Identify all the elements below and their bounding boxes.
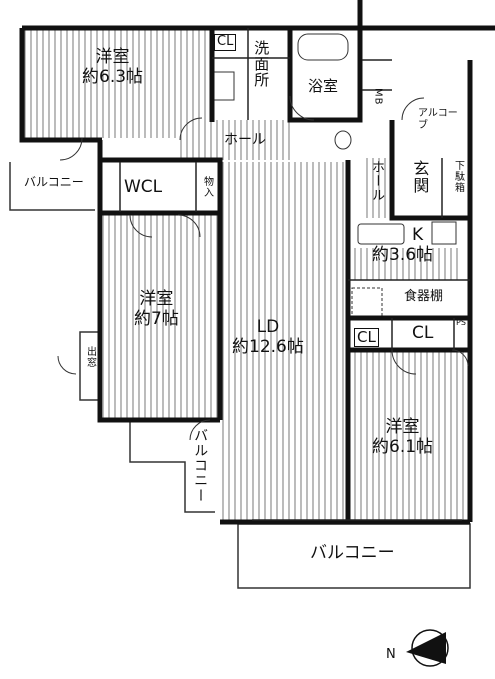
label-hall-right: ホール [368,160,384,202]
label-storage: 物入 [201,176,213,198]
wall-hall-to-wcl [100,157,223,420]
room-name: LD [256,317,280,337]
floor-western-right [348,350,468,522]
label-balcony-top-left: バルコニー [24,175,84,189]
label-ps: PS [456,318,466,327]
room-western-left: 洋室 約7帖 [134,289,179,329]
wall-entrance [389,120,470,221]
room-kitchen: K 約3.6帖 [372,225,434,265]
floor-kitchen [354,248,462,280]
wall-top-left-room [19,28,102,143]
room-ldk: LD 約12.6帖 [232,317,304,357]
room-size: 約6.3帖 [82,66,144,87]
bathtub [297,33,349,61]
door-swings [57,95,469,441]
fridge-space [351,287,383,317]
room-name: 洋室 [385,417,420,437]
floor-western-left [103,215,219,419]
label-alcove: アルコーブ [418,108,458,131]
label-cl-kitchen: CL [354,328,379,348]
wall-top-stub [357,0,495,31]
floor-hall-right [362,158,392,218]
label-entrance: 玄関 [410,160,430,194]
compass-north-label: N [386,647,396,662]
balcony-left-rail [9,162,95,211]
kitchen-sink [357,223,405,245]
compass-ring [411,629,449,667]
room-name: 洋室 [95,47,130,67]
compass [406,629,449,667]
room-floors [24,30,468,522]
label-hall-top: ホール [224,132,266,148]
room-size: 約6.1帖 [372,436,434,457]
label-bath: 浴室 [308,77,339,95]
room-western-right: 洋室 約6.1帖 [372,417,434,457]
wall-bath [287,28,363,123]
room-name: 洋室 [139,289,174,309]
room-size: 約7帖 [134,308,179,329]
label-balcony-side: バルコニー [192,428,209,503]
label-shoe-box: 下駄箱 [452,160,464,193]
room-name: K [411,225,424,245]
partitions [119,28,470,521]
room-size: 約3.6帖 [372,244,434,265]
walls [19,0,495,525]
room-western-top-left: 洋室 約6.3帖 [82,47,144,87]
label-wcl: WCL [124,177,163,197]
room-size: 約12.6帖 [232,336,304,357]
toilet [334,130,352,150]
fixtures [213,33,457,317]
label-mb: MB [372,88,384,106]
balcony-side-rail [129,420,215,513]
stove [431,221,457,245]
floor-hall-top [180,120,292,160]
label-balcony-bottom: バルコニー [310,543,395,563]
wall-left-outer [97,140,220,423]
label-pantry: 食器棚 [404,289,444,304]
label-washroom: 洗面所 [252,40,271,88]
label-cl-right: CL [412,323,434,343]
washbasin [213,71,235,101]
compass-needle [406,632,446,664]
label-bay-window: 出窓 [84,346,96,368]
label-cl-top: CL [214,34,237,51]
floor-ldk [220,162,348,522]
